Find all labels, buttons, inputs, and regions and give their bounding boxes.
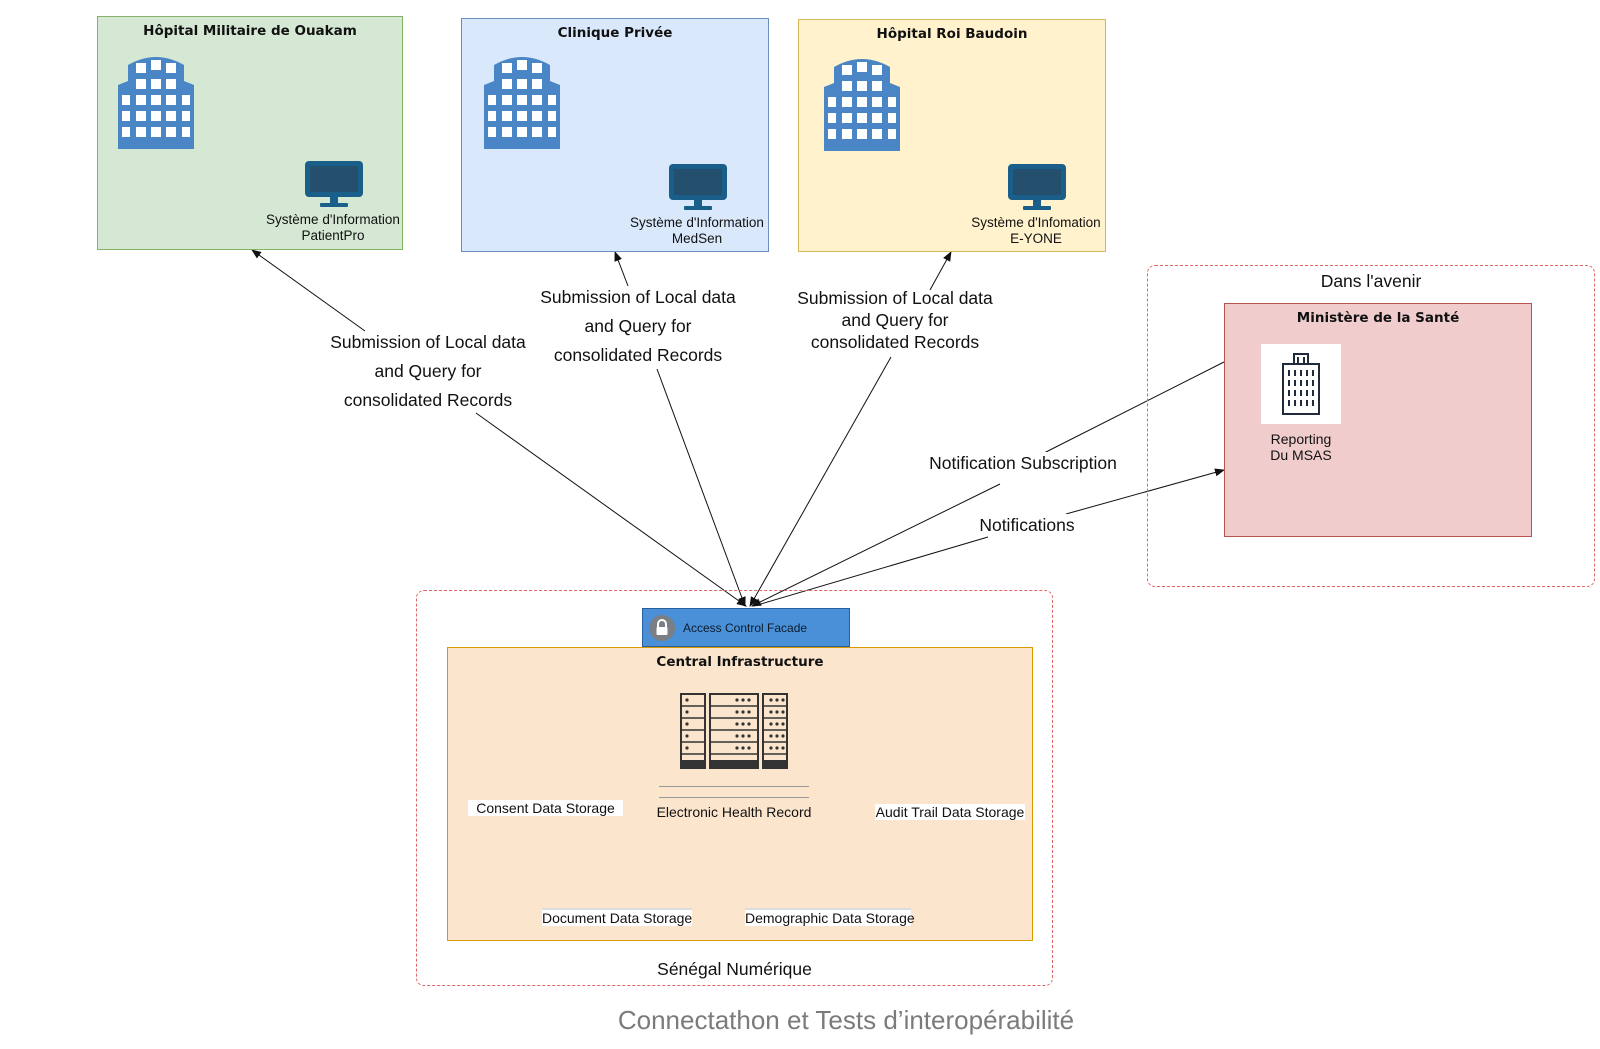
- building-icon: [484, 57, 560, 149]
- senegal-numerique-region: [416, 590, 1053, 986]
- system-label-line2: PatientPro: [301, 228, 365, 243]
- arrow-middle-to-hospital: [614, 251, 629, 287]
- office-building-icon: [1282, 353, 1320, 415]
- connection-label-line: consolidated Records: [343, 390, 513, 410]
- hospital-name: Hôpital Roi Baudoin: [876, 26, 1028, 42]
- monitor-icon: [669, 164, 727, 210]
- arrow-right-to-central: [749, 356, 892, 607]
- system-label: Système d'Information PatientPro: [258, 212, 408, 244]
- system-label: Système d'Infomation E-YONE: [961, 215, 1111, 247]
- reporting-label: Reporting Du MSAS: [1241, 431, 1361, 463]
- future-label: Dans l'avenir: [1320, 271, 1422, 291]
- access-control-facade: Access Control Facade: [642, 608, 850, 647]
- notifications-label: Notifications: [972, 514, 1082, 536]
- system-label-line1: Système d'Information: [630, 215, 764, 230]
- connection-label-line: and Query for: [584, 316, 692, 336]
- lock-icon: [649, 615, 675, 641]
- connection-label-line: consolidated Records: [810, 332, 980, 352]
- hospital-name: Hôpital Militaire de Ouakam: [143, 23, 357, 39]
- arrow-middle-to-central: [656, 368, 746, 607]
- connection-label-right: Submission of Local data and Query for c…: [785, 287, 1005, 353]
- arrow-left-to-hospital: [251, 249, 366, 332]
- reporting-icon-tile: [1261, 344, 1341, 424]
- reporting-label-line1: Reporting: [1270, 431, 1332, 447]
- ehr-divider: [659, 786, 809, 798]
- connection-label-line: and Query for: [374, 361, 482, 381]
- future-region: [1147, 265, 1595, 587]
- central-title: Central Infrastructure: [656, 654, 824, 670]
- hospital-card-clinique: Clinique Privée Système d'Information Me…: [461, 18, 769, 252]
- document-storage-label: Document Data Storage: [542, 908, 693, 926]
- system-label-line1: Système d'Infomation: [971, 215, 1101, 230]
- arrow-left-to-central: [475, 412, 747, 607]
- central-infrastructure: Central Infrastructure Electro: [447, 647, 1033, 941]
- server-rack-icon: [680, 693, 788, 769]
- system-label-line2: MedSen: [671, 231, 723, 246]
- connection-label-line: consolidated Records: [553, 345, 723, 365]
- connection-label-left: Submission of Local data and Query for c…: [318, 328, 538, 415]
- reporting-label-line2: Du MSAS: [1270, 447, 1332, 463]
- ehr-label: Electronic Health Record: [656, 804, 812, 820]
- system-label-line2: E-YONE: [1010, 231, 1062, 246]
- hospital-card-roi-baudoin: Hôpital Roi Baudoin Système d'Infomation…: [798, 19, 1106, 252]
- arrow-subscription-from-ministry: [1039, 361, 1225, 456]
- ministry-card: Ministère de la Santé Reporting Du MSAS: [1224, 303, 1532, 537]
- monitor-icon: [1008, 164, 1066, 210]
- connection-label-line: Submission of Local data: [540, 287, 736, 307]
- notification-subscription-label: Notification Subscription: [918, 452, 1128, 474]
- arrow-notifications-from-central: [753, 536, 989, 607]
- hospital-card-ouakam: Hôpital Militaire de Ouakam Système d'In…: [97, 16, 403, 250]
- arrow-right-to-hospital: [929, 251, 952, 291]
- arrow-subscription-to-central: [751, 483, 1001, 607]
- arrow-notifications-to-ministry: [1065, 468, 1225, 515]
- connection-label-line: Submission of Local data: [797, 288, 993, 308]
- system-label-line1: Système d'Information: [266, 212, 400, 227]
- demographic-storage-label: Demographic Data Storage: [745, 908, 915, 926]
- footer-title: Connectathon et Tests d’interopérabilité: [617, 1005, 1075, 1035]
- audit-storage-label: Audit Trail Data Storage: [875, 804, 1025, 820]
- connection-label-line: and Query for: [841, 310, 949, 330]
- facade-label: Access Control Facade: [683, 621, 808, 635]
- building-icon: [824, 59, 900, 151]
- connection-label-middle: Submission of Local data and Query for c…: [528, 283, 748, 370]
- system-label: Système d'Information MedSen: [622, 215, 772, 247]
- connection-label-line: Submission of Local data: [330, 332, 526, 352]
- consent-storage-label: Consent Data Storage: [468, 800, 623, 816]
- senegal-numerique-label: Sénégal Numérique: [657, 959, 812, 979]
- hospital-name: Clinique Privée: [557, 25, 673, 41]
- building-icon: [118, 57, 194, 149]
- ministry-title: Ministère de la Santé: [1296, 310, 1460, 326]
- monitor-icon: [305, 161, 363, 207]
